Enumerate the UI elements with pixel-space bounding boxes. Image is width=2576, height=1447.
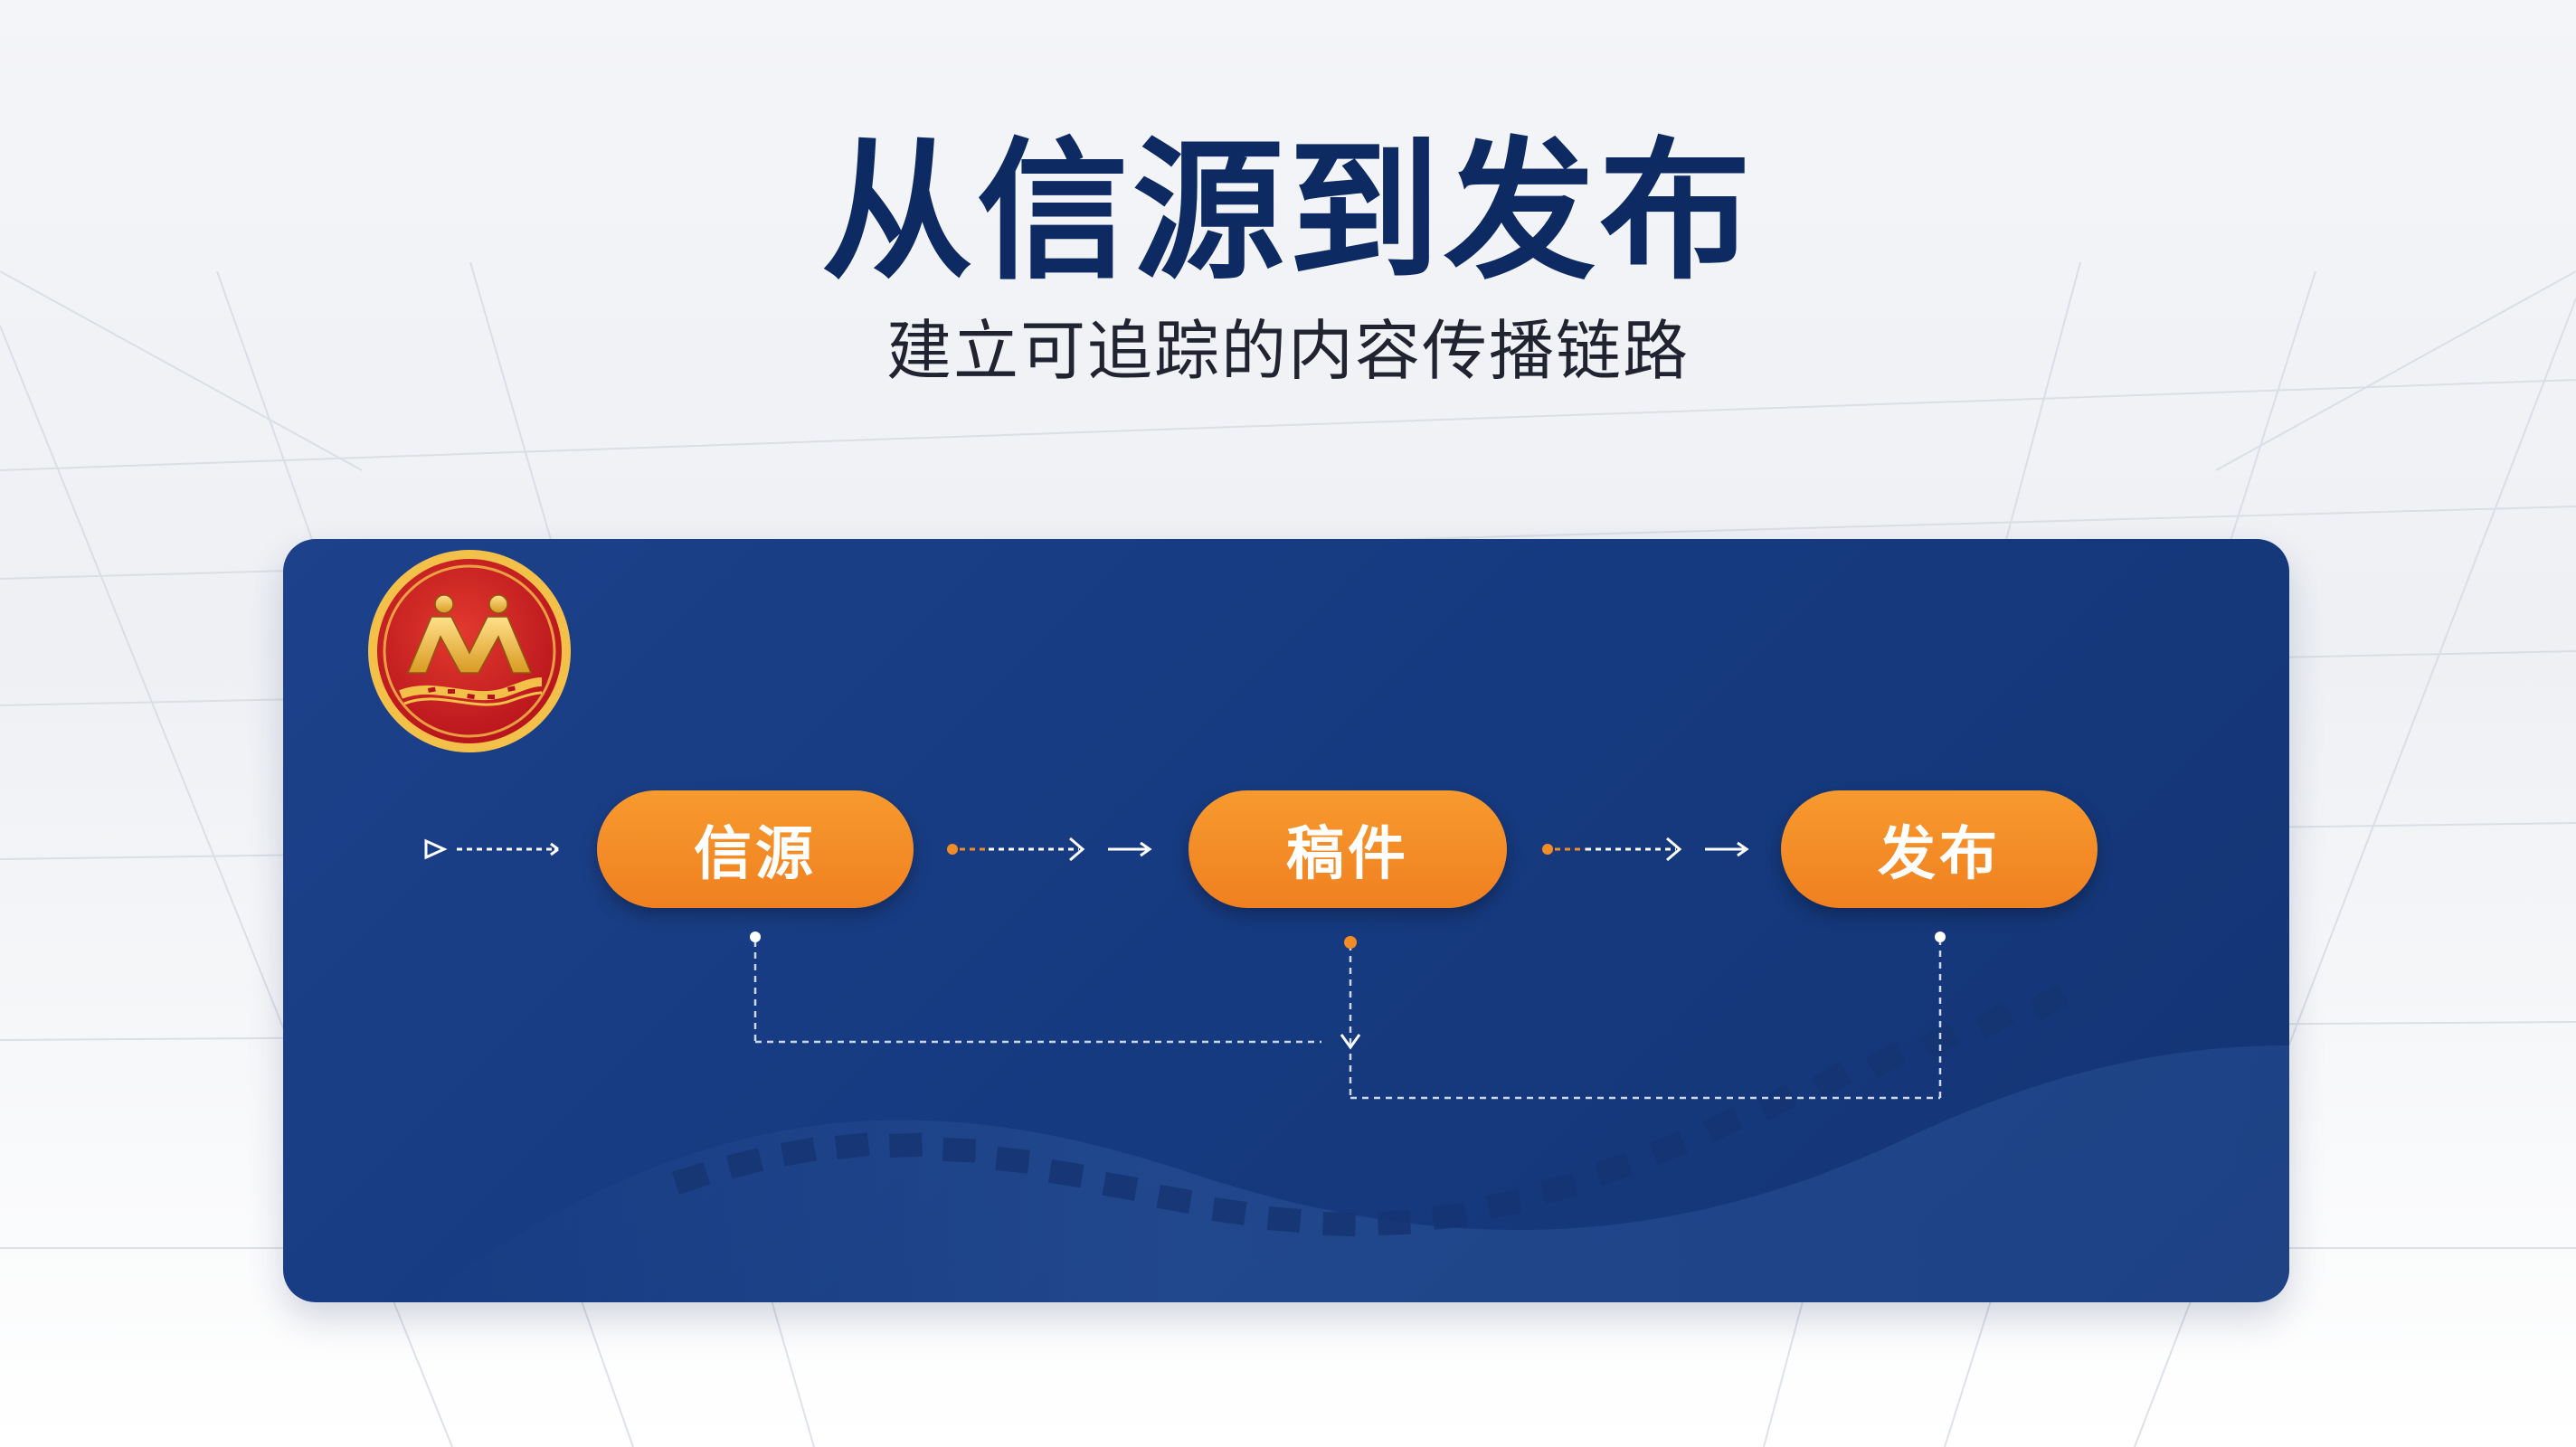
trace-dot-source bbox=[750, 932, 761, 942]
flow-node-draft[interactable]: 稿件 bbox=[1189, 790, 1507, 908]
trace-dot-draft bbox=[1344, 936, 1357, 949]
flow-node-publish[interactable]: 发布 bbox=[1781, 790, 2098, 908]
trace-down-arrow bbox=[1340, 1034, 1361, 1050]
page-title: 从信源到发布 bbox=[821, 123, 1755, 300]
page-subtitle: 建立可追踪的内容传播链路 bbox=[886, 313, 1690, 389]
flow-node-source[interactable]: 信源 bbox=[597, 790, 914, 908]
arrow-source-to-draft bbox=[947, 837, 1152, 862]
flow-panel: 信源 稿件 发布 bbox=[283, 539, 2289, 1302]
entry-arrow bbox=[424, 838, 559, 860]
arrow-draft-to-publish bbox=[1542, 837, 1749, 862]
trace-lines bbox=[753, 941, 1942, 1100]
flow-connectors bbox=[419, 837, 2289, 1302]
film-strip-decoration bbox=[419, 984, 2289, 1302]
trace-dot-publish bbox=[1935, 932, 1946, 942]
red-gold-emblem-icon bbox=[368, 550, 571, 752]
